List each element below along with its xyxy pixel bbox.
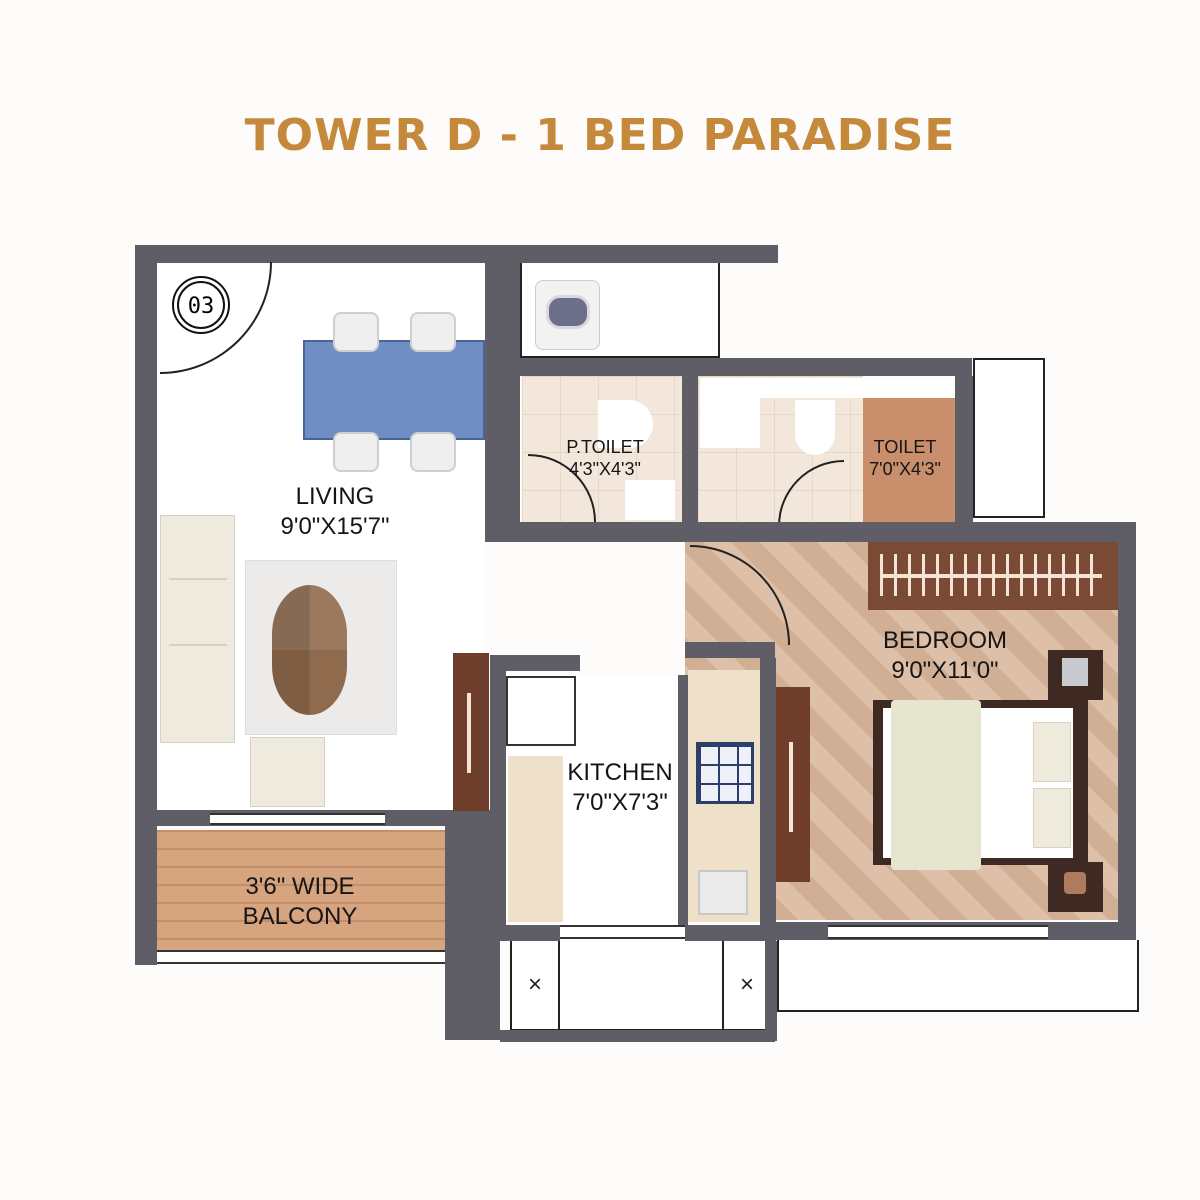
bedroom-label: BEDROOM 9'0"X11'0" (850, 626, 1040, 686)
side-table-top (1048, 650, 1103, 700)
top-wall (135, 245, 778, 263)
bedroom-right-wall (1118, 522, 1136, 932)
dining-chair (333, 432, 379, 472)
p-toilet-basin (625, 480, 675, 520)
shaft-right (973, 358, 1045, 518)
balcony-floor (157, 830, 445, 950)
kitchen-right-wall (760, 658, 776, 943)
bedroom-ledge (777, 940, 1139, 1012)
duct-left: × (512, 941, 560, 1029)
living-name: LIVING (295, 483, 375, 510)
balcony-line2: BALCONY (242, 903, 358, 930)
balcony-railing (157, 950, 445, 964)
bedroom-name: BEDROOM (882, 627, 1007, 654)
sofa (160, 515, 235, 743)
dry-balcony-area (718, 263, 720, 358)
bedroom-window (828, 925, 1048, 939)
kitchen-size: 7'0"X7'3" (572, 789, 668, 816)
toilet-basin (700, 398, 760, 448)
kitchen-name: KITCHEN (567, 759, 673, 786)
kitchen-bottom-wall-right (685, 925, 775, 941)
bedroom-wardrobe (868, 542, 1118, 610)
dining-chair (410, 432, 456, 472)
gas-stove-icon (696, 742, 754, 804)
kitchen-sink-icon (698, 870, 748, 915)
kitchen-top-wall (490, 655, 580, 671)
duct-bottom-wall (500, 1030, 775, 1042)
toilet-size: 7'0"X4'3" (869, 459, 941, 479)
toilet-right-wall (955, 376, 973, 526)
bedroom-top-wall (485, 522, 1135, 542)
toilet-label: TOILET 7'0"X4'3" (850, 436, 960, 480)
toilet-wc (795, 400, 835, 455)
living-window (210, 813, 385, 825)
bedroom-tv-unit (775, 687, 810, 882)
kitchen-bottom-wall (500, 925, 560, 941)
balcony-label: 3'6" WIDE BALCONY (200, 872, 400, 932)
p-toilet-label: P.TOILET 4'3"X4'3" (540, 436, 670, 480)
kitchen-window (560, 925, 685, 939)
toilet-name: TOILET (873, 437, 937, 457)
dining-table (303, 340, 485, 440)
plan-title: TOWER D - 1 BED PARADISE (244, 110, 956, 161)
kitchen-counter-edge (678, 675, 688, 925)
dining-chair (410, 312, 456, 352)
living-tv-unit (453, 653, 489, 811)
bedroom-size: 9'0"X11'0" (891, 657, 999, 684)
p-toilet-right-wall (682, 376, 698, 526)
unit-badge: 03 (172, 276, 230, 334)
left-outer-wall (135, 245, 157, 965)
washing-machine-icon (535, 280, 600, 350)
p-toilet-size: 4'3"X4'3" (569, 459, 641, 479)
duct-right-wall (765, 941, 777, 1041)
kitchen-left-counter (508, 756, 563, 922)
living-size: 9'0"X15'7" (280, 513, 390, 540)
toilet-shower-area (863, 392, 955, 522)
living-label: LIVING 9'0"X15'7" (245, 482, 425, 542)
kitchen-label: KITCHEN 7'0"X7'3" (540, 758, 700, 818)
balcony-line1: 3'6" WIDE (245, 873, 355, 900)
coffee-table (272, 585, 347, 715)
duct-right: × (722, 941, 770, 1029)
dining-chair (333, 312, 379, 352)
toilet-top-wall (520, 358, 972, 376)
kitchen-bedroom-wall (685, 642, 775, 658)
armchair (250, 737, 325, 807)
unit-number: 03 (177, 281, 225, 329)
side-table-bottom (1048, 862, 1103, 912)
duct-left-wall (445, 810, 500, 1040)
bed (873, 700, 1088, 870)
toilet-vanity (700, 378, 955, 398)
p-toilet-name: P.TOILET (566, 437, 644, 457)
living-right-wall (485, 263, 520, 538)
p-toilet-wc (598, 400, 653, 448)
fridge (506, 676, 576, 746)
